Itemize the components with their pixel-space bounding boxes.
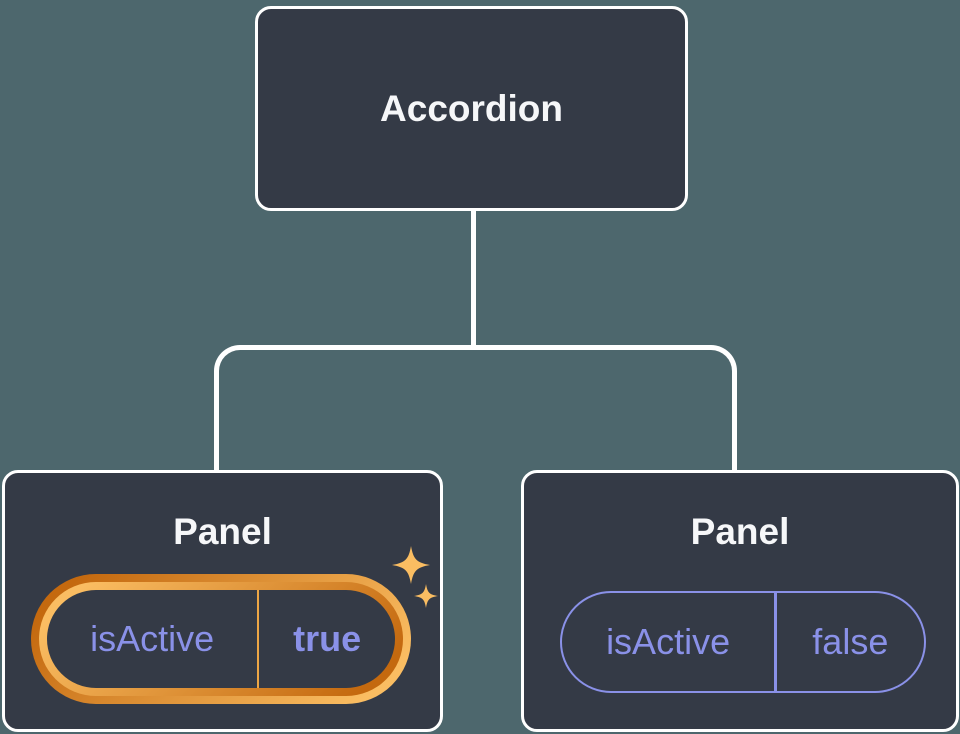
prop-pill-inactive: isActive false	[560, 591, 926, 693]
panel-node-active: Panel isActive true	[2, 470, 443, 732]
sparkles-icon	[392, 546, 438, 608]
prop-name-label: isActive	[90, 618, 215, 659]
prop-value-label: false	[812, 621, 889, 662]
prop-pill-active: isActive true	[31, 574, 411, 704]
panel-node-label: Panel	[690, 511, 790, 552]
accordion-node-label: Accordion	[380, 87, 563, 129]
prop-pill-active-core: isActive true	[47, 590, 395, 688]
connector-bracket	[214, 345, 737, 472]
prop-pill-active-ring: isActive true	[39, 582, 403, 696]
connector-stem	[471, 209, 476, 350]
accordion-node: Accordion	[255, 6, 688, 211]
prop-value-label: true	[293, 618, 362, 659]
pill-divider	[774, 593, 777, 691]
panel-node-label: Panel	[173, 511, 272, 552]
pill-divider	[257, 590, 260, 688]
prop-name-label: isActive	[606, 621, 731, 662]
panel-node-inactive: Panel isActive false	[521, 470, 959, 732]
